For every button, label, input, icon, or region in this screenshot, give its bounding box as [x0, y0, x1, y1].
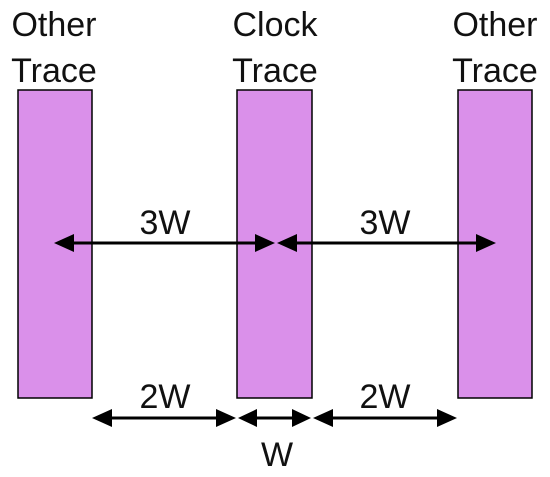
dim-2w-right-label: 2W	[360, 378, 411, 416]
trace-right-label-line2: Trace	[452, 52, 538, 90]
dim-3w-left-label: 3W	[140, 204, 191, 242]
dim-2w-left-label: 2W	[140, 378, 191, 416]
trace-left-label-line2: Trace	[11, 52, 97, 90]
trace-right-label-line1: Other	[452, 6, 537, 44]
clock-trace-label-line1: Clock	[232, 6, 318, 44]
dim-2w-left-arrow	[92, 409, 236, 427]
dim-w-arrow	[238, 409, 311, 427]
dim-3w-right-arrow	[277, 234, 496, 252]
dim-3w-left-arrow	[54, 234, 275, 252]
dim-2w-right-arrow	[313, 409, 457, 427]
dim-w-label: W	[261, 436, 293, 474]
clock-trace-label-line2: Trace	[232, 52, 318, 90]
dim-3w-right-label: 3W	[360, 204, 411, 242]
trace-left-label-line1: Other	[11, 6, 96, 44]
